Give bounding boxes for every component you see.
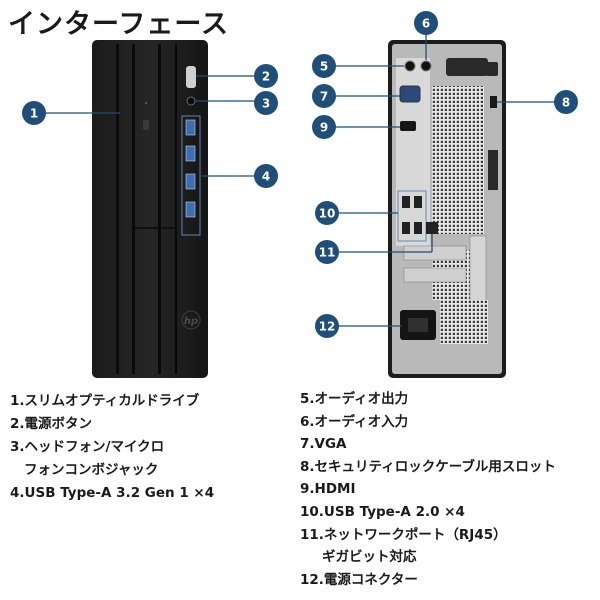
legend-item: 5.オーディオ出力 <box>300 391 409 407</box>
legend-item: 3.ヘッドフォン/マイクロ <box>10 439 165 455</box>
rear-pc <box>388 40 506 378</box>
page-title: インターフェース <box>8 9 230 40</box>
callout-3: 3 <box>254 91 278 115</box>
headphone-jack[interactable] <box>186 96 196 106</box>
legend-item: フォンコンボジャック <box>24 462 159 478</box>
svg-text:hp: hp <box>184 316 198 327</box>
callout-1: 1 <box>22 101 46 125</box>
legend-item: 10.USB Type-A 2.0 ×4 <box>300 503 465 520</box>
security-lock-slot[interactable] <box>490 96 497 108</box>
callouts: 1 2 3 4 5 6 7 8 9 10 11 12 <box>22 11 578 338</box>
hdmi-port[interactable] <box>400 121 416 131</box>
svg-text:10: 10 <box>319 207 336 221</box>
callout-4: 4 <box>254 164 278 188</box>
legend-rear: 5.オーディオ出力 6.オーディオ入力 7.VGA 8.セキュリティロックケーブ… <box>300 388 556 591</box>
power-button[interactable] <box>186 66 196 88</box>
rear-usb-ports <box>397 190 427 242</box>
legend-item: 8.セキュリティロックケーブル用スロット <box>300 458 556 475</box>
callout-7: 7 <box>312 84 336 108</box>
legend-item: 11.ネットワークポート（RJ45） <box>300 526 507 543</box>
svg-text:8: 8 <box>562 96 570 110</box>
callout-11: 11 <box>315 240 339 264</box>
svg-text:1: 1 <box>30 107 38 121</box>
legend-item: 9.HDMI <box>300 481 356 498</box>
svg-text:3: 3 <box>262 97 270 111</box>
svg-text:11: 11 <box>319 246 336 260</box>
callout-lines <box>34 29 560 327</box>
svg-text:9: 9 <box>320 121 328 135</box>
legend-item: 7.VGA <box>300 436 347 453</box>
legend-item: 2.電源ボタン <box>10 416 93 432</box>
interface-diagram: hp <box>22 11 578 378</box>
legend-item: 1.スリムオプティカルドライブ <box>10 393 200 409</box>
legend-item: 6.オーディオ入力 <box>300 413 409 430</box>
legend-front: 1.スリムオプティカルドライブ 2.電源ボタン 3.ヘッドフォン/マイクロ フォ… <box>10 390 214 505</box>
hp-logo: hp <box>181 310 201 330</box>
legend-item: 12.電源コネクター <box>300 571 418 588</box>
callout-8: 8 <box>554 90 578 114</box>
callout-2: 2 <box>254 64 278 88</box>
legend-item: 4.USB Type-A 3.2 Gen 1 ×4 <box>10 485 215 501</box>
front-pc: hp <box>92 40 208 378</box>
callout-10: 10 <box>315 201 339 225</box>
svg-text:4: 4 <box>262 170 270 184</box>
callout-5: 5 <box>312 54 336 78</box>
svg-text:2: 2 <box>262 70 270 84</box>
optical-drive <box>143 101 149 130</box>
svg-text:5: 5 <box>320 60 328 74</box>
svg-text:6: 6 <box>422 17 430 31</box>
svg-text:7: 7 <box>320 90 328 104</box>
svg-text:12: 12 <box>319 320 336 334</box>
callout-12: 12 <box>315 314 339 338</box>
legend-item: ギガビット対応 <box>322 549 417 566</box>
vga-port[interactable] <box>399 85 421 103</box>
callout-6: 6 <box>414 11 438 35</box>
rj45-port[interactable] <box>426 222 438 234</box>
audio-in-jack[interactable] <box>420 60 432 72</box>
callout-9: 9 <box>312 115 336 139</box>
audio-out-jack[interactable] <box>404 60 416 72</box>
